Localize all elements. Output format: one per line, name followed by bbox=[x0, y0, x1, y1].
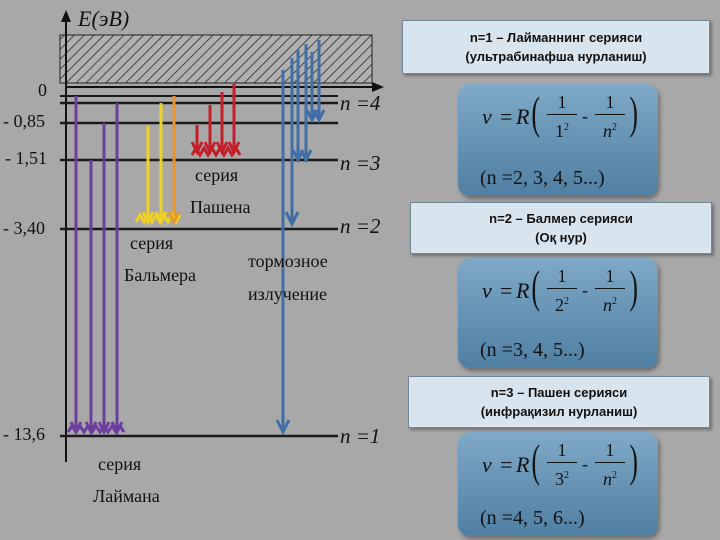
tick-label-0: 0 bbox=[38, 80, 47, 100]
formula-nu: ν bbox=[482, 278, 492, 303]
card-title: n=3 – Пашен серияси bbox=[490, 385, 628, 400]
level-label-n4: n =4 bbox=[340, 91, 381, 115]
formula-open-paren: ( bbox=[531, 261, 540, 312]
formula-condition: (n =4, 5, 6...) bbox=[480, 507, 585, 529]
paschen-arrowhead bbox=[215, 141, 229, 156]
lyman-wave bbox=[66, 423, 126, 435]
level-label-n1: n =1 bbox=[340, 424, 380, 448]
bremsstrahlung-label-1: тормозное bbox=[248, 251, 328, 271]
bremsstrahlung-arrowhead bbox=[275, 419, 291, 436]
lyman-label-1: серия bbox=[98, 454, 141, 474]
balmer-label-2: Бальмера bbox=[124, 265, 196, 285]
level-label-n2: n =2 bbox=[340, 214, 381, 238]
formula-equals: = bbox=[500, 104, 513, 129]
paschen-series-card: n=3 – Пашен серияси (инфрақизил нурланиш… bbox=[408, 376, 710, 428]
balmer-series-arrows bbox=[134, 96, 182, 226]
formula-rydberg: R bbox=[516, 104, 530, 129]
balmer-arrowhead bbox=[167, 211, 181, 226]
formula-close-paren: ) bbox=[629, 261, 638, 312]
formula-condition: (n =3, 4, 5...) bbox=[480, 339, 585, 361]
paschen-label-1: серия bbox=[195, 165, 238, 185]
lyman-label-2: Лаймана bbox=[93, 486, 160, 506]
formula-condition: (n =2, 3, 4, 5...) bbox=[480, 167, 605, 189]
tick-label-136: - 13,6 bbox=[3, 424, 45, 444]
card-subtitle: (ультрабинафша нурланиш) bbox=[465, 49, 647, 64]
card-title: n=2 – Балмер серияси bbox=[489, 211, 633, 226]
formula-close-paren: ) bbox=[629, 87, 638, 138]
card-title: n=1 – Лайманнинг серияси bbox=[469, 30, 643, 45]
bremsstrahlung-label-2: излучение bbox=[248, 284, 327, 304]
balmer-arrowhead bbox=[154, 211, 168, 226]
axis-label: E(эВ) bbox=[77, 6, 129, 31]
formula-rydberg: R bbox=[516, 278, 530, 303]
formula-open-paren: ( bbox=[531, 435, 540, 486]
balmer-arrowhead bbox=[141, 211, 155, 226]
balmer-label-1: серия bbox=[130, 233, 173, 253]
paschen-series-arrows bbox=[190, 84, 242, 159]
level-label-n3: n =3 bbox=[340, 151, 380, 175]
formula-nu: ν bbox=[482, 452, 492, 477]
lyman-series-arrows bbox=[66, 96, 126, 436]
bremsstrahlung-arrowhead bbox=[312, 109, 326, 124]
paschen-label-2: Пашена bbox=[190, 197, 250, 217]
bremsstrahlung-arrowhead bbox=[299, 149, 313, 164]
tick-label-151: - 1,51 bbox=[5, 148, 47, 168]
formula-minus: - bbox=[582, 454, 588, 474]
formula-minus: - bbox=[582, 106, 588, 126]
formula-equals: = bbox=[500, 452, 513, 477]
formula-equals: = bbox=[500, 278, 513, 303]
bremsstrahlung-arrowhead bbox=[284, 211, 300, 228]
formula-minus: - bbox=[582, 280, 588, 300]
tick-label-085: - 0,85 bbox=[3, 111, 45, 131]
paschen-arrowhead bbox=[227, 141, 241, 156]
energy-axis-arrowhead bbox=[61, 10, 71, 22]
paschen-arrowhead bbox=[203, 141, 217, 156]
card-subtitle: (инфрақизил нурланиш) bbox=[480, 404, 638, 419]
paschen-wave bbox=[190, 144, 242, 159]
formula-open-paren: ( bbox=[531, 87, 540, 138]
formula-nu: ν bbox=[482, 104, 492, 129]
balmer-series-card: n=2 – Балмер серияси (Оқ нур) bbox=[410, 202, 712, 254]
formula-close-paren: ) bbox=[629, 435, 638, 486]
lyman-series-card: n=1 – Лайманнинг серияси (ультрабинафша … bbox=[402, 20, 710, 74]
formula-rydberg: R bbox=[516, 452, 530, 477]
card-subtitle: (Оқ нур) bbox=[535, 230, 587, 245]
lyman-arrowhead bbox=[97, 421, 111, 436]
zero-axis-arrowhead bbox=[372, 82, 384, 92]
bremsstrahlung-arrows bbox=[275, 40, 326, 436]
tick-label-340: - 3,40 bbox=[3, 218, 45, 238]
continuum-region bbox=[59, 34, 373, 84]
paschen-arrowhead bbox=[190, 141, 204, 156]
